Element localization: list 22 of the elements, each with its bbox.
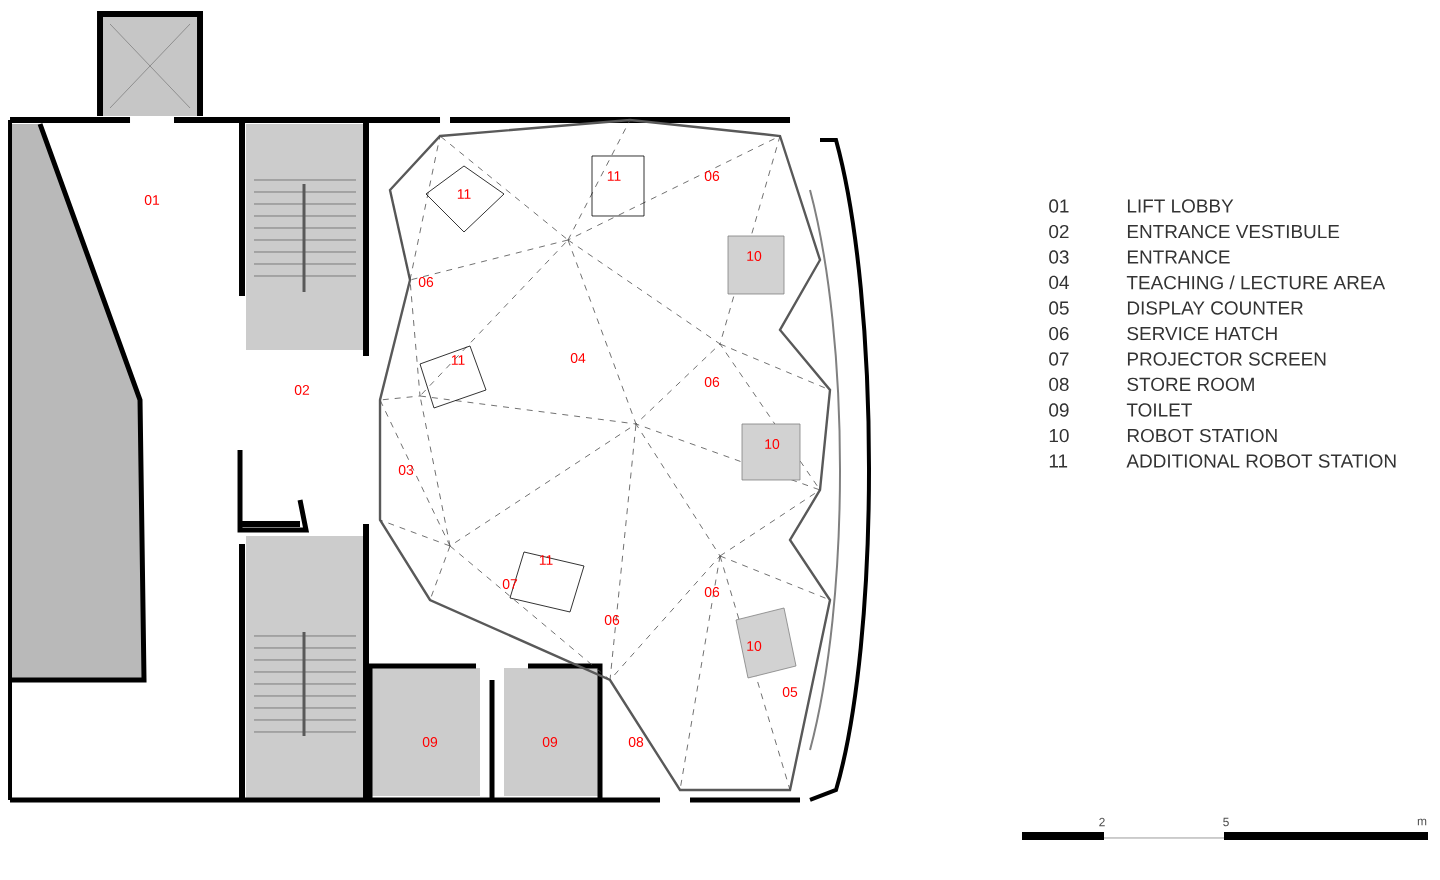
legend-text: LIFT LOBBY bbox=[1127, 199, 1234, 213]
legend-text: TOILET bbox=[1126, 403, 1192, 417]
legend-text: ENTRANCE VESTIBULE bbox=[1127, 224, 1340, 239]
legend-number: 01 bbox=[1049, 199, 1069, 213]
legend-text: ADDITIONAL ROBOT STATION bbox=[1126, 454, 1396, 468]
legend-number: 03 bbox=[1049, 250, 1069, 264]
legend-text: PROJECTOR SCREEN bbox=[1127, 352, 1326, 366]
legend-number: 08 bbox=[1049, 377, 1069, 392]
legend-number: 05 bbox=[1049, 301, 1069, 315]
legend-number: 09 bbox=[1049, 403, 1069, 417]
legend-number: 10 bbox=[1049, 428, 1069, 443]
legend-number: 11 bbox=[1049, 454, 1068, 468]
legend-number: 02 bbox=[1049, 224, 1069, 239]
legend-text: ENTRANCE bbox=[1127, 250, 1230, 264]
legend-number: 06 bbox=[1049, 326, 1069, 341]
legend-text: STORE ROOM bbox=[1127, 377, 1254, 392]
legend-number: 04 bbox=[1049, 275, 1069, 290]
legend-text: DISPLAY COUNTER bbox=[1127, 301, 1303, 315]
legend-number: 07 bbox=[1049, 352, 1069, 366]
legend-text: ROBOT STATION bbox=[1127, 428, 1277, 443]
legend-text: SERVICE HATCH bbox=[1127, 326, 1277, 341]
legend-text: TEACHING / LECTURE AREA bbox=[1126, 275, 1386, 290]
